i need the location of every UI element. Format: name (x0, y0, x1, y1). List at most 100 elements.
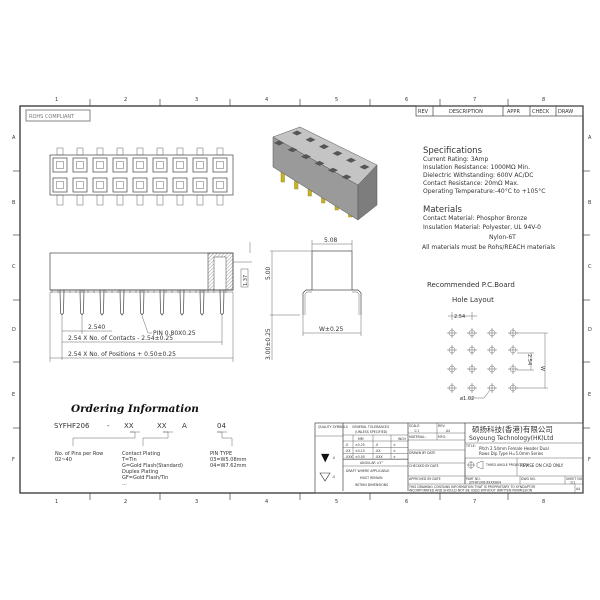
cavity-3d (287, 147, 298, 153)
pin-tab (216, 194, 224, 206)
column-label: 2 (124, 97, 127, 103)
contact-cavity (112, 157, 128, 173)
contact-opening (156, 161, 164, 169)
row-label: A (12, 135, 16, 141)
contact-opening (156, 181, 164, 189)
pcb-hole-dia: ø1.02 (460, 396, 474, 402)
contact-cavity (212, 157, 228, 173)
plating-line: T=Tin (121, 457, 137, 463)
specifications: Specifications Current Rating: 3Amp Insu… (422, 146, 555, 251)
contact-cavity (192, 157, 208, 173)
column-label: 7 (473, 499, 476, 505)
tolerance-cell: .XX (345, 449, 351, 453)
pin-tab (76, 147, 84, 156)
pins-per-row: No. of Pins per Row (55, 451, 103, 457)
cavity-3d (301, 154, 311, 160)
row-label: B (588, 200, 592, 206)
quality-symbol-1: ▼ (321, 451, 330, 464)
mfg-label: MFG: (438, 435, 446, 439)
quality-symbol-1-suffix: -0 (332, 456, 335, 460)
pin-tab (56, 194, 64, 206)
contact-cavity (52, 177, 68, 193)
part-no-label: PART NO. (466, 477, 481, 481)
column-label: 7 (473, 97, 476, 103)
tolerance-cell: ± (393, 443, 396, 447)
cavity-3d (292, 130, 302, 136)
tolerance-cell: .XX (375, 449, 381, 453)
cavity-3d (341, 174, 352, 180)
column-label: 5 (335, 499, 338, 505)
column-label: 4 (265, 499, 268, 505)
body-height-dim: 5.00 (265, 266, 272, 280)
pin (159, 289, 165, 316)
tolerance-cell: ±0.05 (355, 455, 365, 459)
detail-height-dim: 1.37 (243, 275, 249, 286)
pin-tab (156, 194, 164, 206)
pin-tab (156, 147, 164, 156)
contact-cavity (172, 177, 188, 193)
mm-label: MM (358, 437, 364, 441)
pin-type-line: 03=W5.08mm (210, 457, 246, 463)
pin (199, 289, 205, 316)
specifications-heading: Specifications (423, 146, 483, 156)
row-label: F (12, 457, 15, 463)
contact-opening (96, 161, 104, 169)
plating-line: G=Gold Flash(Standard) (122, 463, 183, 469)
row-spacing-dim: W±0.25 (319, 326, 344, 333)
row-label: C (12, 264, 16, 270)
rohs-label: ROHS COMPLIANT (29, 114, 75, 120)
tolerances-sub: (UNLESS SPECIFIED) (355, 430, 387, 434)
dwg-no-label: DWG NO. (521, 477, 536, 481)
tolerance-cell: .X (345, 443, 349, 447)
draw-col: DRAW (558, 109, 573, 115)
code-plating: XX (157, 422, 167, 430)
contact-opening (56, 181, 64, 189)
pcb-pitch-h: 2.54 (454, 314, 465, 320)
row-label: C (588, 264, 592, 270)
pin-type-line: 04=W7.62mm (210, 463, 246, 469)
cavity-3d (332, 150, 343, 156)
pin-tab (136, 147, 144, 156)
width-dim: 5.08 (324, 237, 338, 244)
notice-line: INCORPORATED AND SHOULD NOT BE USED WITH… (409, 489, 533, 493)
row-label: F (588, 457, 591, 463)
cavity-3d (328, 167, 338, 173)
pin (179, 289, 185, 316)
contact-cavity (132, 177, 148, 193)
positions-dim: 2.54 X No. of Positions + 0.50±0.25 (68, 351, 176, 358)
row-label: A (588, 135, 592, 141)
tolerance-cell: .X (375, 443, 379, 447)
code-base: SYFHF206 (54, 422, 90, 430)
contact-cavity (52, 157, 68, 173)
pin-tab (76, 194, 84, 206)
contact-cavity (172, 157, 188, 173)
pin-tab (196, 147, 204, 156)
title-block: QUALITY SYMBOLS ▼ -0 -0 GENERAL TOLERANC… (314, 422, 584, 494)
company-name-en: Soyoung Technology(HK)Ltd (469, 435, 553, 442)
revise-note: REVISE ON CAD ONLY (520, 463, 564, 468)
pin-tab (116, 194, 124, 206)
sheet-no-label: SHEET NO. (566, 477, 583, 481)
column-label: 8 (542, 499, 545, 505)
pin (59, 289, 65, 316)
spec-line: Insulation Resistance: 1000MΩ Min. (423, 164, 530, 171)
column-label: 8 (542, 97, 545, 103)
pin-tab (96, 147, 104, 156)
company-name-cn: 硕扬科技(香港)有限公司 (472, 424, 553, 434)
tolerance-cell: .XXX (375, 455, 383, 459)
scale-value: 1:1 (414, 429, 419, 433)
tolerance-cell: ±0.25 (355, 443, 365, 447)
cavity-3d (319, 144, 329, 150)
tolerance-cell: ± (393, 449, 396, 453)
sheet-no: 1/1 (570, 481, 575, 485)
contact-opening (196, 181, 204, 189)
draft-note: DRAFT WHERE APPLICABLE (346, 469, 389, 473)
tolerance-cell: ± (393, 455, 396, 459)
cavity-3d (305, 137, 316, 143)
contact-cavity (72, 157, 88, 173)
tolerance-cell: ±0.15 (355, 449, 365, 453)
pin-tab (116, 147, 124, 156)
pin-tab (136, 194, 144, 206)
contact-cavity (132, 157, 148, 173)
spec-line: Contact Resistance: 20mΩ Max. (423, 180, 519, 187)
